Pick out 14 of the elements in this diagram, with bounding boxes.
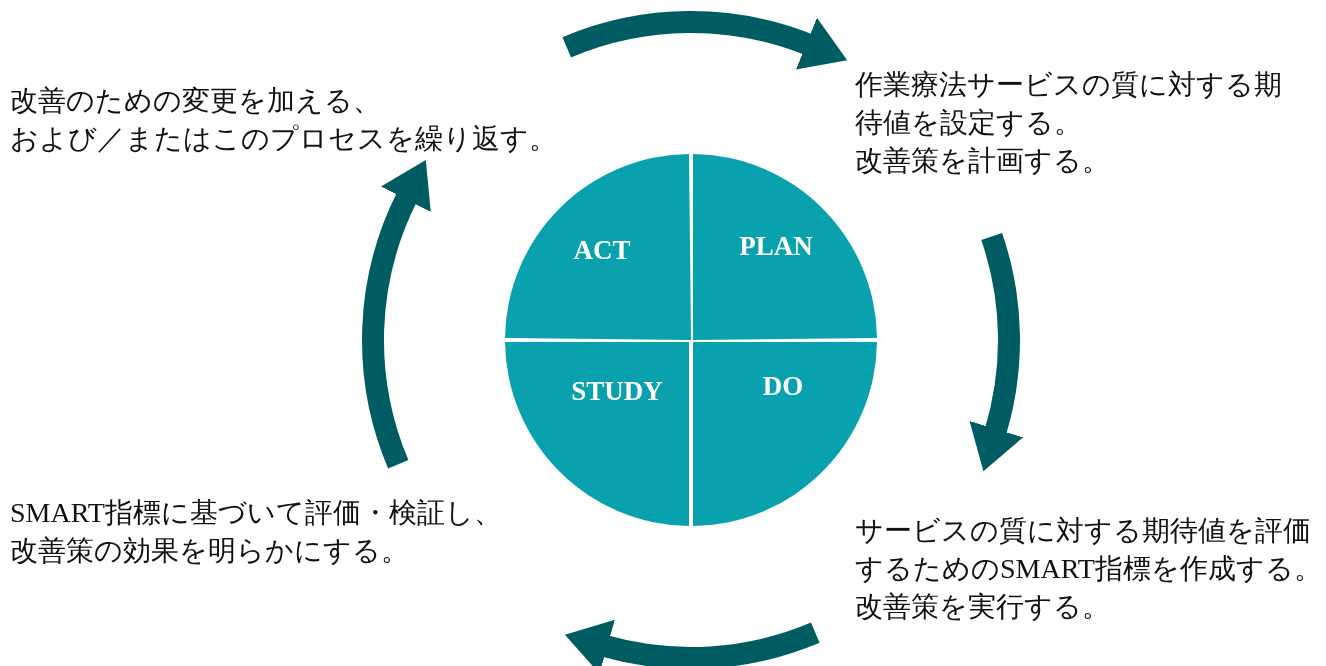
cycle-arrow [564, 619, 819, 666]
phase-label: DO [762, 370, 804, 402]
cycle-arrow [968, 233, 1024, 472]
step-description: 改善のための変更を加える、および／またはこのプロセスを繰り返す。 [10, 82, 557, 158]
quadrant-sector [505, 154, 691, 340]
step-description: サービスの質に対する期待値を評価するためのSMART指標を作成する。改善策を実行する。 [855, 512, 1322, 626]
cycle-arrow [362, 158, 432, 468]
cycle-arrow [563, 11, 848, 71]
quadrant-sector [505, 340, 691, 526]
phase-label: STUDY [571, 375, 663, 407]
phase-label: ACT [573, 234, 631, 266]
step-description: SMART指標に基づいて評価・検証し、改善策の効果を明らかにする。 [10, 494, 502, 570]
step-description: 作業療法サービスの質に対する期待値を設定する。改善策を計画する。 [855, 66, 1282, 180]
phase-label: PLAN [739, 230, 813, 262]
